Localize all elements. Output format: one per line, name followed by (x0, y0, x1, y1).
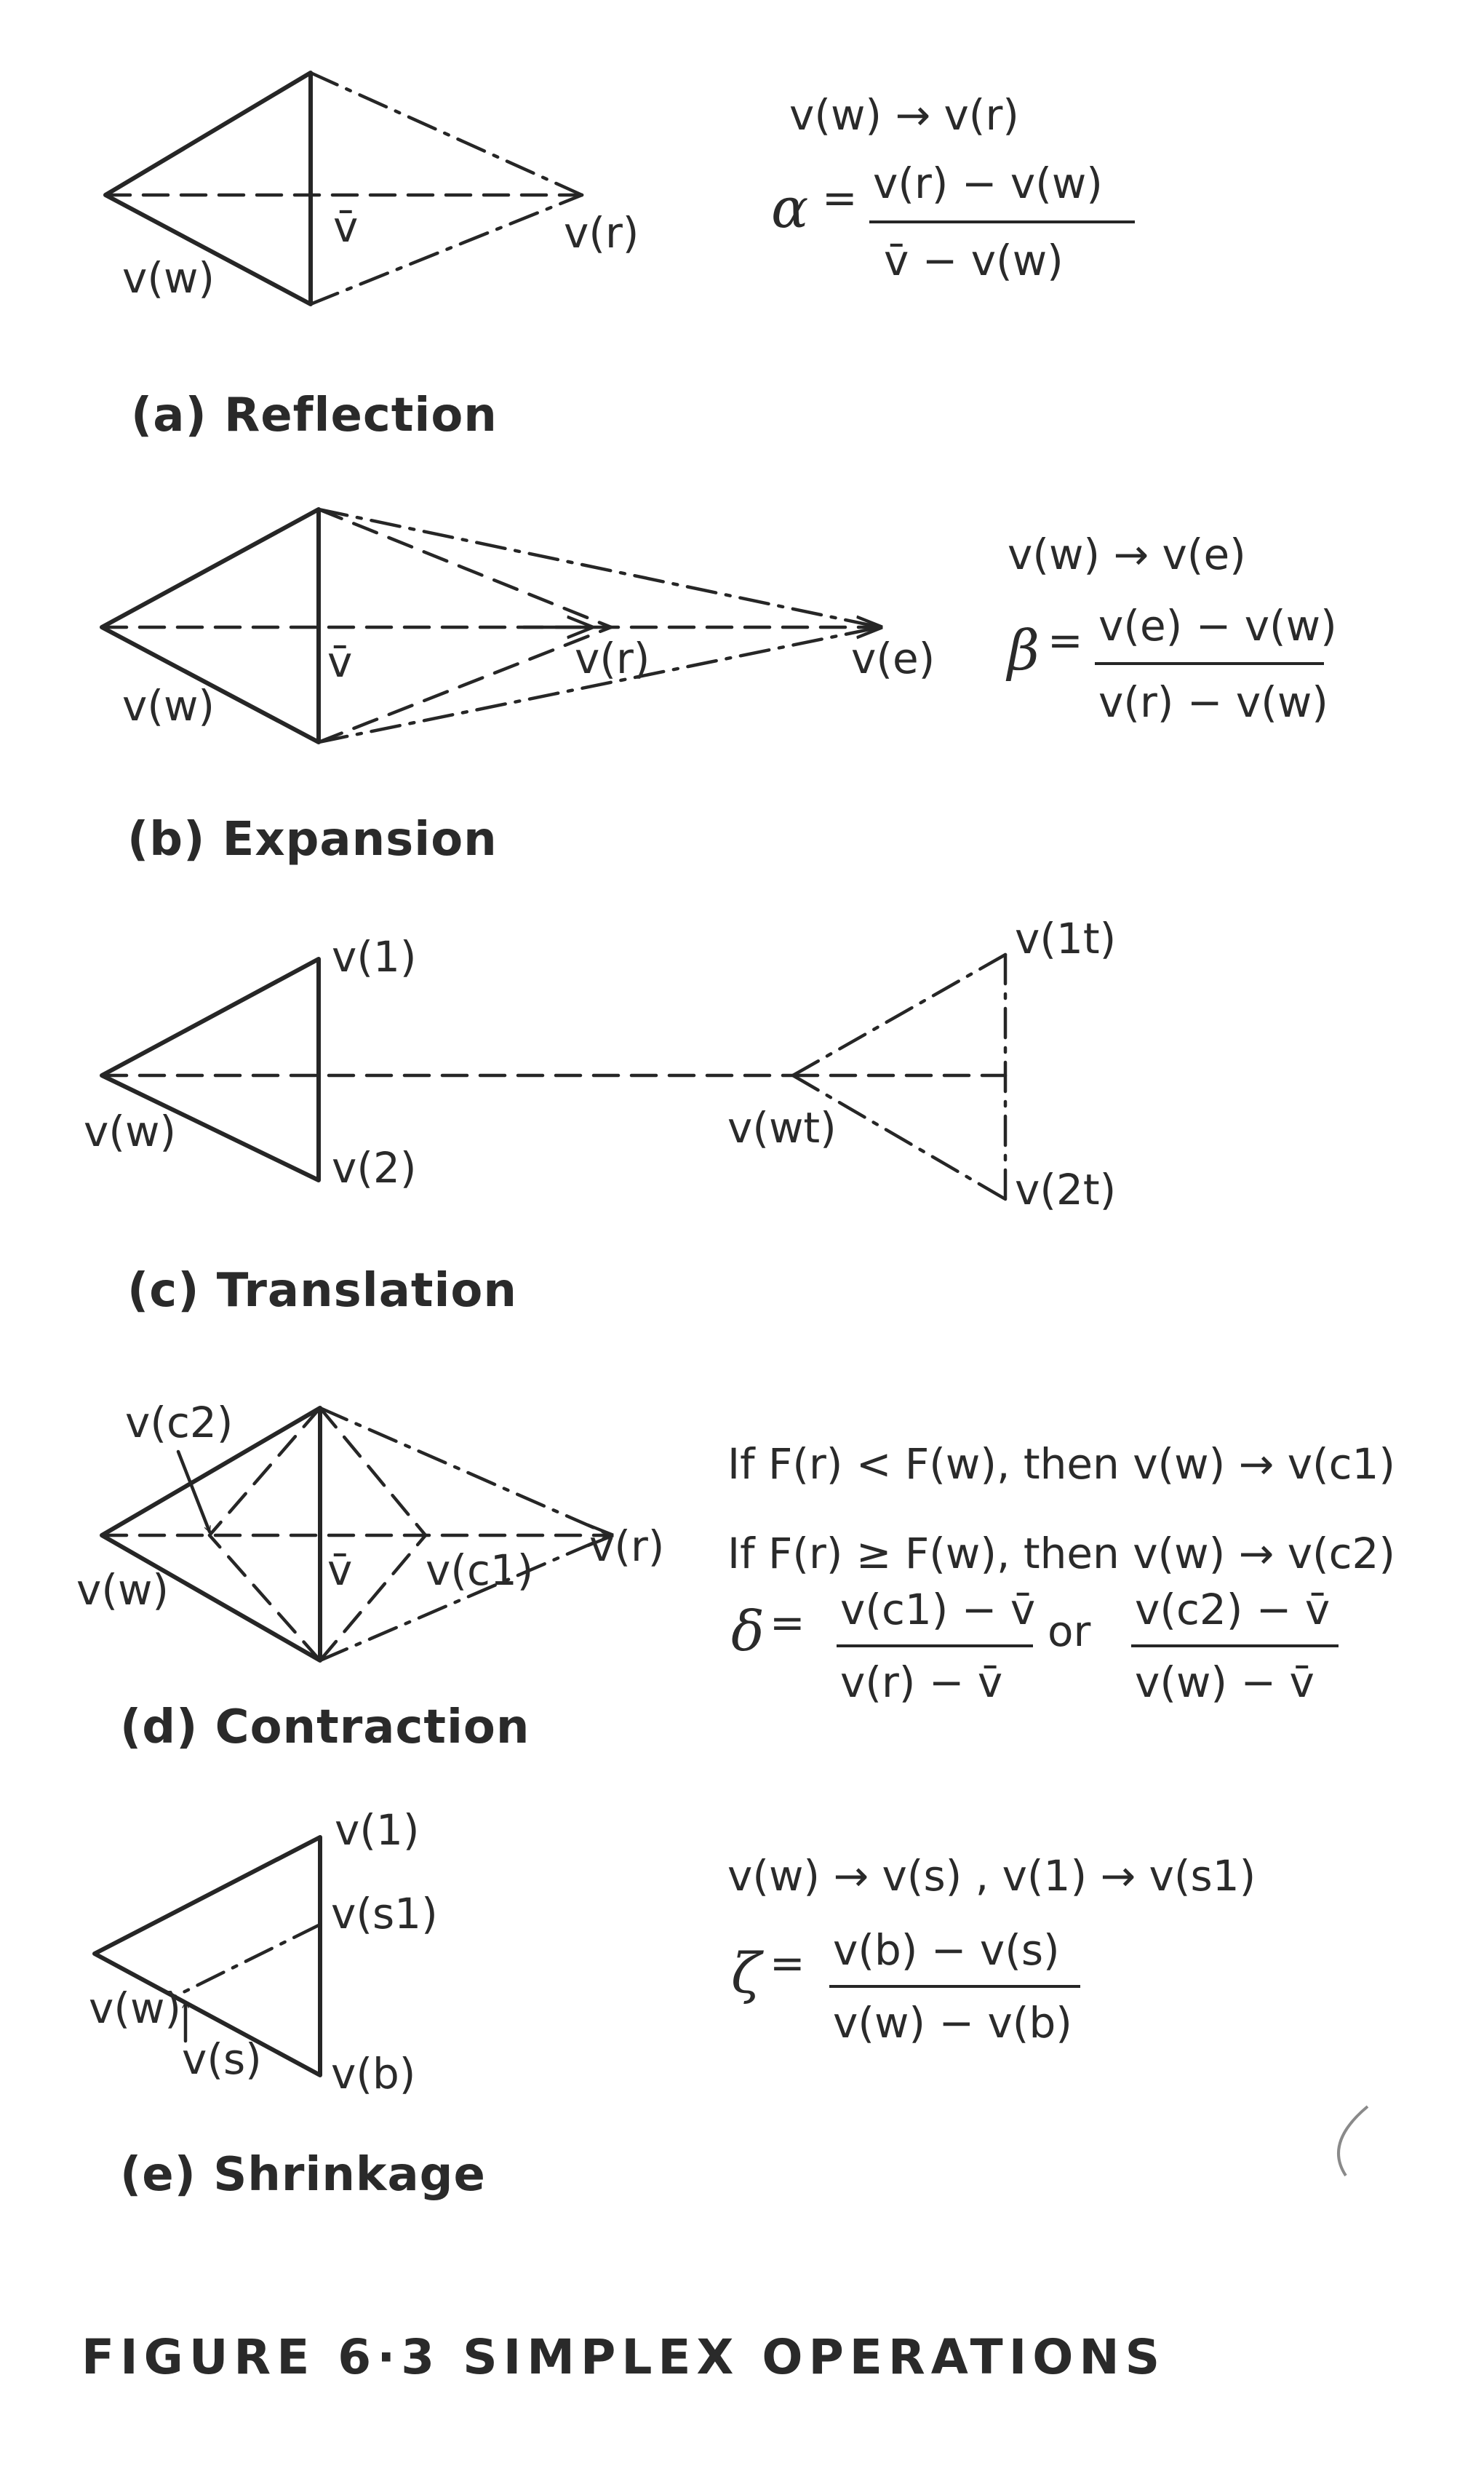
arrow-to-vc2 (176, 1449, 212, 1534)
original-simplex-triangle (100, 957, 321, 1182)
zeta-symbol: ζ (731, 1941, 764, 2005)
outer-contraction-edge-upper (318, 1406, 428, 1537)
inner-contraction-edge-lower (207, 1533, 322, 1663)
label-v2t: v(2t) (1015, 1165, 1116, 1214)
pencil-mark (1337, 2105, 1369, 2177)
shrunk-simplex-edge (171, 1922, 322, 2000)
label-vw: v(w) (122, 681, 215, 731)
alpha-symbol: α (771, 175, 808, 240)
label-vw: v(w) (89, 1983, 181, 2033)
expansion-numerator: v(e) − v(w) (1098, 601, 1337, 650)
label-vs: v(s) (182, 2034, 262, 2084)
contraction-condition-2: If F(r) ≥ F(w), then v(w) → v(c2) (727, 1529, 1395, 1578)
translated-edge-upper (791, 952, 1008, 1078)
delta-symbol: δ (731, 1599, 765, 1663)
label-v1: v(1) (335, 1805, 419, 1855)
beta-symbol: β (1005, 618, 1040, 683)
shrinkage-numerator: v(b) − v(s) (833, 1925, 1060, 1975)
caption-shrinkage: (e) Shrinkage (120, 2148, 486, 2202)
reflection-edge-upper (318, 1406, 613, 1537)
original-simplex-triangle (103, 71, 313, 306)
shrinkage-simplex (92, 1835, 322, 2077)
label-ve: v(e) (851, 634, 935, 683)
caption-translation: (c) Translation (127, 1264, 517, 1318)
panel-translation: v(1) v(2) v(w) v(1t) v(2t) v(wt) (c) Tra… (84, 914, 1116, 1318)
label-v2: v(2) (332, 1143, 416, 1193)
equals-sign: = (770, 1938, 805, 1988)
panel-reflection: v(w) v̄ v(r) v(w) → v(r) α = v(r) − v(w)… (103, 71, 1135, 442)
equals-sign: = (1048, 616, 1083, 665)
contraction-simplex (100, 1406, 613, 1663)
figure-title: FIGURE 6·3 SIMPLEX OPERATIONS (81, 2329, 1165, 2385)
expansion-edge-upper (316, 507, 882, 629)
contraction-condition-1: If F(r) < F(w), then v(w) → v(c1) (727, 1439, 1395, 1489)
reflection-numerator: v(r) − v(w) (873, 159, 1103, 208)
reflection-denominator: v̄ − v(w) (884, 236, 1064, 285)
label-vwt: v(wt) (727, 1103, 837, 1153)
contraction-numerator-1: v(c1) − v̄ (840, 1585, 1035, 1634)
label-vc2: v(c2) (125, 1398, 233, 1447)
expansion-rule: v(w) → v(e) (1008, 530, 1246, 579)
label-vw: v(w) (76, 1565, 169, 1615)
outer-contraction-edge-lower (318, 1533, 428, 1663)
panel-shrinkage: v(1) v(s1) v(w) v(s) v(b) v(w) → v(s) , … (89, 1805, 1256, 2202)
caption-expansion: (b) Expansion (127, 813, 498, 867)
reflection-rule: v(w) → v(r) (789, 90, 1019, 140)
expansion-denominator: v(r) − v(w) (1098, 677, 1328, 727)
contraction-numerator-2: v(c2) − v̄ (1135, 1585, 1330, 1634)
translation-simplex (100, 952, 1008, 1201)
label-vw: v(w) (84, 1107, 176, 1156)
caption-contraction: (d) Contraction (120, 1700, 530, 1754)
panel-contraction: v(c2) v(w) v̄ v(c1) v(r) If F(r) < F(w),… (76, 1398, 1395, 1754)
label-vbar: v̄ (327, 637, 352, 687)
label-vr: v(r) (564, 208, 639, 258)
contraction-denominator-2: v(w) − v̄ (1135, 1658, 1315, 1707)
caption-reflection: (a) Reflection (131, 389, 498, 442)
contraction-denominator-1: v(r) − v̄ (840, 1658, 1002, 1707)
panel-expansion: v(w) v̄ v(r) v(e) v(w) → v(e) β = v(e) −… (100, 507, 1337, 867)
label-vbar: v̄ (327, 1545, 352, 1595)
label-v1: v(1) (332, 932, 416, 982)
reflection-edge-upper (316, 507, 613, 629)
translated-edge-lower (791, 1073, 1008, 1201)
original-simplex-triangle (100, 507, 321, 744)
label-vc1: v(c1) (426, 1545, 533, 1595)
reflected-edge-upper (308, 71, 584, 197)
inner-contraction-edge-upper (207, 1406, 322, 1537)
label-vw: v(w) (122, 253, 215, 303)
original-simplex-triangle (100, 1406, 322, 1663)
label-vs1: v(s1) (331, 1889, 438, 1938)
shrinkage-denominator: v(w) − v(b) (833, 1998, 1072, 2048)
label-vr: v(r) (589, 1521, 664, 1571)
or-text: or (1048, 1607, 1090, 1656)
expansion-edge-lower (316, 625, 882, 744)
equals-sign: = (822, 173, 858, 223)
label-vr: v(r) (575, 634, 650, 683)
original-simplex-triangle (92, 1835, 322, 2077)
label-vbar: v̄ (333, 202, 358, 252)
label-vb: v(b) (331, 2049, 415, 2098)
reflection-edge-lower (316, 625, 613, 744)
label-v1t: v(1t) (1015, 914, 1116, 963)
equals-sign: = (770, 1598, 805, 1647)
shrinkage-rule: v(w) → v(s) , v(1) → v(s1) (727, 1851, 1256, 1901)
reflected-edge-lower (308, 193, 584, 306)
reflection-edge-lower (318, 1533, 613, 1663)
reflection-simplex (103, 71, 584, 306)
expansion-simplex (100, 507, 882, 744)
